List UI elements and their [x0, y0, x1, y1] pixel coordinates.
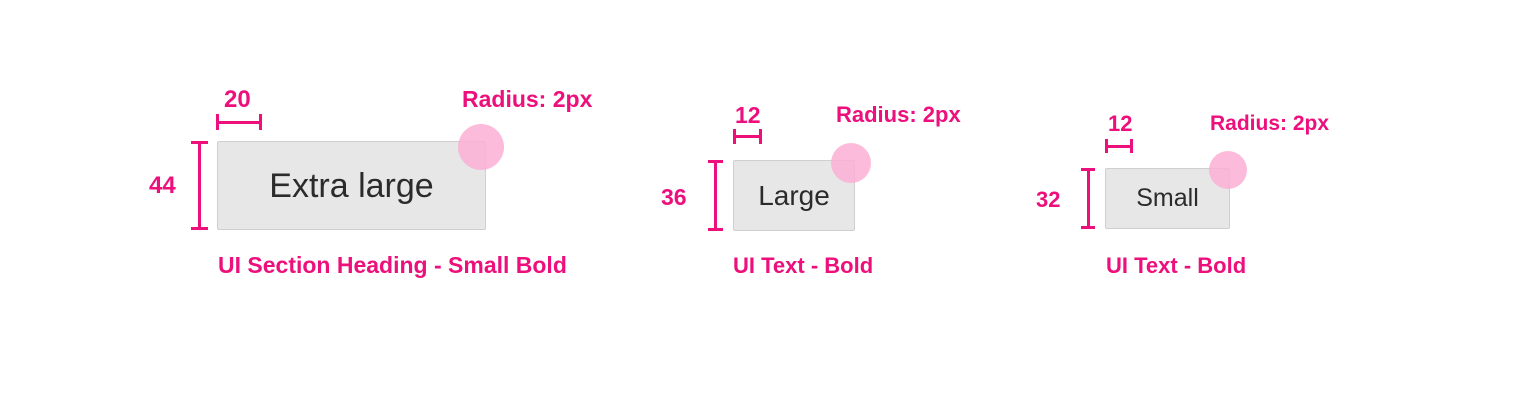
radius-indicator-small: [1209, 151, 1247, 189]
caption-large: UI Text - Bold: [733, 253, 874, 278]
padding-value-extra-large: 20: [224, 86, 251, 113]
padding-value-large: 12: [735, 102, 761, 128]
radius-label-extra-large: Radius: 2px: [462, 86, 593, 112]
padding-value-small: 12: [1108, 111, 1133, 136]
button-sample-extra-large[interactable]: Extra large: [217, 141, 486, 230]
height-value-extra-large: 44: [149, 172, 176, 199]
radius-indicator-extra-large: [458, 124, 504, 170]
padding-bracket-extra-large: [216, 114, 262, 130]
height-value-small: 32: [1036, 187, 1061, 212]
height-bracket-extra-large: [191, 141, 208, 230]
radius-label-large: Radius: 2px: [836, 102, 961, 127]
height-value-large: 36: [661, 184, 687, 210]
height-bracket-small: [1081, 168, 1095, 229]
button-sample-small[interactable]: Small: [1105, 168, 1230, 229]
caption-extra-large: UI Section Heading - Small Bold: [218, 252, 567, 278]
padding-bracket-large: [733, 129, 762, 144]
radius-label-small: Radius: 2px: [1210, 112, 1330, 135]
padding-bracket-small: [1105, 139, 1133, 153]
radius-indicator-large: [831, 143, 871, 183]
caption-small: UI Text - Bold: [1106, 253, 1247, 278]
height-bracket-large: [708, 160, 723, 231]
